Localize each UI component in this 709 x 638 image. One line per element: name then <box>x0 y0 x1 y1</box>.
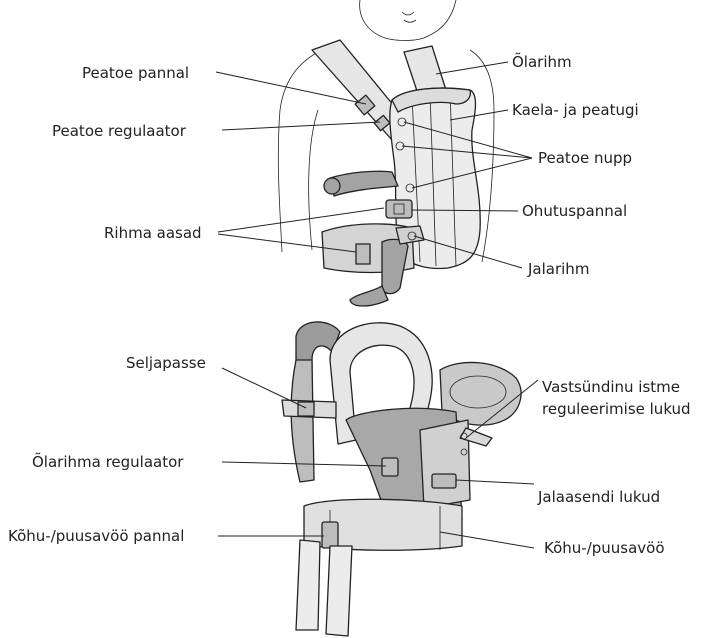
label-kohu-puusavoo: Kõhu-/puusavöö <box>544 539 665 557</box>
label-peatoe-regulaator: Peatoe regulaator <box>52 122 187 140</box>
hanging-strap-left <box>296 540 320 630</box>
label-kohu-puusavoo-pannal: Kõhu-/puusavöö pannal <box>8 527 184 545</box>
hanging-strap-right <box>326 546 352 636</box>
label-ohutuspannal: Ohutuspannal <box>522 202 627 220</box>
safety-buckle <box>386 200 412 218</box>
label-vastsundinu-line1: Vastsündinu istme <box>542 378 680 396</box>
label-rihma-aasad: Rihma aasad <box>104 224 202 242</box>
bottom-illustration <box>282 322 521 636</box>
leader-olarihm <box>436 62 508 74</box>
person-left-side <box>309 110 318 250</box>
label-seljapasse: Seljapasse <box>126 354 206 372</box>
baby-hand <box>324 178 340 194</box>
top-illustration <box>278 0 494 306</box>
label-peatoe-nupp: Peatoe nupp <box>538 149 632 167</box>
person-chin <box>402 12 416 22</box>
back-strap-buckle <box>298 402 314 416</box>
baby-leg <box>382 239 408 293</box>
leg-strap <box>396 226 424 244</box>
top-belt-loop <box>356 244 370 264</box>
person-left-arm <box>278 45 335 252</box>
person-neck-right <box>428 0 456 36</box>
label-olarihm: Õlarihm <box>512 52 572 71</box>
person-neck-left <box>360 0 380 36</box>
label-kaela-ja-peatugi: Kaela- ja peatugi <box>512 101 639 119</box>
waist-belt-buckle <box>322 522 338 548</box>
leg-position-lock <box>432 474 456 488</box>
shoulder-strap-adjuster <box>382 458 398 476</box>
label-peatoe-pannal: Peatoe pannal <box>82 64 189 82</box>
label-vastsundinu-line2: reguleerimise lukud <box>542 400 691 418</box>
label-olarihma-regulaator: Õlarihma regulaator <box>32 452 184 471</box>
leader-peatoe-regulaator <box>222 122 380 130</box>
label-jalarihm: Jalarihm <box>527 260 589 278</box>
baby-foot <box>350 286 388 306</box>
person-collar <box>380 36 428 41</box>
label-jalaasendi-lukud: Jalaasendi lukud <box>537 488 660 506</box>
